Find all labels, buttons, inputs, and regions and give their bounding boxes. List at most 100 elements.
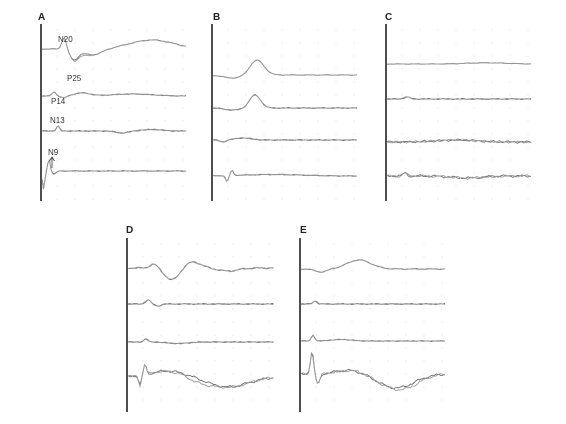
grid-dot: [142, 360, 144, 362]
waveform-trace-overlay: [386, 172, 532, 180]
grid-dot: [405, 243, 407, 245]
grid-dot: [509, 159, 511, 161]
waveform-trace-overlay: [212, 59, 358, 79]
grid-dot: [317, 94, 319, 96]
grid-dot: [128, 198, 130, 200]
grid-dot: [401, 42, 403, 44]
grid-dot: [299, 120, 301, 122]
grid-dot: [56, 81, 58, 83]
grid-dot: [214, 256, 216, 258]
grid-dot: [92, 133, 94, 135]
grid-dot: [315, 256, 317, 258]
grid-dot: [182, 146, 184, 148]
grid-dot: [268, 243, 270, 245]
grid-dot: [437, 42, 439, 44]
grid-dot: [335, 94, 337, 96]
peak-label-p14: P14: [51, 97, 66, 106]
grid-dot: [281, 120, 283, 122]
grid-dot: [142, 269, 144, 271]
grid-dot: [317, 198, 319, 200]
grid-dot: [317, 172, 319, 174]
grid-dot: [164, 120, 166, 122]
grid-dot: [441, 386, 443, 388]
grid-dot: [299, 133, 301, 135]
grid-dot: [160, 334, 162, 336]
grid-dot: [401, 120, 403, 122]
grid-dot: [146, 42, 148, 44]
grid-dot: [160, 308, 162, 310]
grid-dot: [441, 243, 443, 245]
grid-dot: [317, 120, 319, 122]
grid-dot: [419, 185, 421, 187]
grid-dot: [196, 243, 198, 245]
grid-dot: [509, 133, 511, 135]
grid-dot: [227, 133, 229, 135]
grid-dot: [146, 133, 148, 135]
waveform-trace-overlay: [300, 352, 446, 392]
grid-dot: [491, 146, 493, 148]
grid-dot: [164, 146, 166, 148]
grid-dot: [473, 68, 475, 70]
grid-dot: [419, 107, 421, 109]
grid-dot: [74, 81, 76, 83]
grid-dot: [160, 399, 162, 401]
grid-dot: [142, 295, 144, 297]
grid-dot: [401, 133, 403, 135]
grid-dot: [250, 386, 252, 388]
grid-dot: [178, 243, 180, 245]
grid-dot: [160, 347, 162, 349]
n9-arrowhead: [49, 156, 55, 162]
grid-dot: [128, 185, 130, 187]
grid-dot: [146, 172, 148, 174]
grid-dot: [473, 55, 475, 57]
grid-dot: [268, 282, 270, 284]
grid-dot: [333, 321, 335, 323]
grid-dot: [353, 185, 355, 187]
panel-c-label: C: [385, 12, 392, 23]
grid-dot: [455, 185, 457, 187]
grid-dot: [455, 94, 457, 96]
grid-dot: [335, 29, 337, 31]
grid-dot: [56, 55, 58, 57]
waveform-trace-overlay: [386, 62, 532, 65]
grid-dot: [250, 321, 252, 323]
grid-dot: [401, 107, 403, 109]
grid-dot: [437, 172, 439, 174]
grid-dot: [509, 146, 511, 148]
panel-d-traces: [127, 261, 274, 389]
grid-dot: [423, 334, 425, 336]
grid-dot: [437, 146, 439, 148]
grid-dot: [351, 256, 353, 258]
grid-dot: [473, 81, 475, 83]
grid-dot: [315, 360, 317, 362]
grid-dot: [164, 29, 166, 31]
grid-dot: [268, 256, 270, 258]
grid-dot: [74, 133, 76, 135]
grid-dot: [527, 185, 529, 187]
grid-dot: [178, 282, 180, 284]
panel-c-grid-dots: [401, 29, 529, 200]
grid-dot: [317, 146, 319, 148]
grid-dot: [263, 120, 265, 122]
grid-dot: [441, 256, 443, 258]
grid-dot: [351, 399, 353, 401]
grid-dot: [509, 172, 511, 174]
grid-dot: [178, 256, 180, 258]
grid-dot: [56, 107, 58, 109]
grid-dot: [164, 55, 166, 57]
grid-dot: [509, 29, 511, 31]
grid-dot: [146, 68, 148, 70]
waveform-trace: [300, 259, 446, 273]
grid-dot: [196, 386, 198, 388]
grid-dot: [387, 243, 389, 245]
grid-dot: [299, 55, 301, 57]
grid-dot: [455, 42, 457, 44]
grid-dot: [232, 373, 234, 375]
grid-dot: [160, 373, 162, 375]
grid-dot: [527, 55, 529, 57]
grid-dot: [405, 347, 407, 349]
grid-dot: [214, 347, 216, 349]
grid-dot: [74, 68, 76, 70]
grid-dot: [146, 29, 148, 31]
grid-dot: [441, 321, 443, 323]
